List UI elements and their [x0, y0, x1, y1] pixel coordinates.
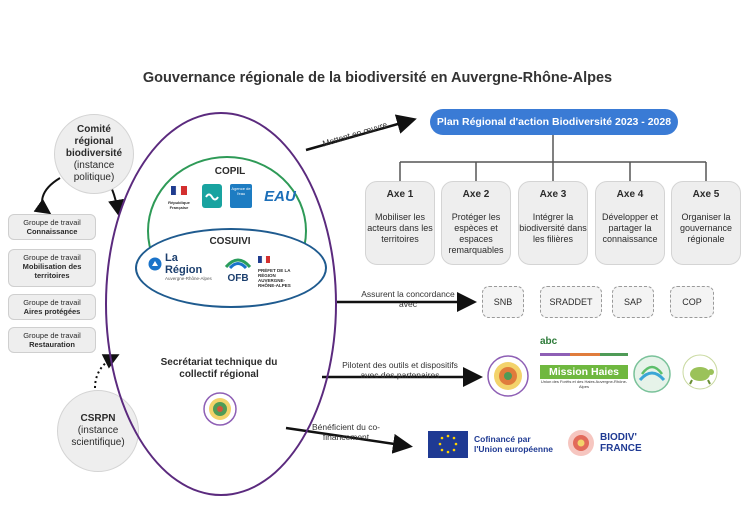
copil-label: COPIL	[214, 166, 246, 177]
axe-text: Protéger les espèces et espaces remarqua…	[448, 212, 504, 255]
diagram-title: Gouvernance régionale de la biodiversité…	[142, 70, 613, 86]
axe-3-card: Axe 3 Intégrer la biodiversité dans les …	[518, 181, 588, 265]
mission-haies-sub: Union des Forêts et des Haies Auvergne-R…	[540, 379, 628, 389]
label-beneficient: Bénéficient du co-financement	[311, 422, 381, 442]
partner-turtle-logo	[680, 352, 720, 394]
eu-cofinance-logo: Cofinancé par l'Union européenne	[428, 430, 560, 458]
collectif-regional-oval	[105, 112, 337, 496]
biodiv-france-text: BIODIV' FRANCE	[600, 432, 642, 454]
la-region-logo: La Région Auvergne-Rhône-Alpes	[148, 252, 218, 281]
doc-snb: SNB	[482, 286, 524, 318]
wg-prefix: Groupe de travail	[23, 218, 81, 227]
biodiversity-emblem-icon	[203, 392, 237, 426]
axe-head: Axe 2	[462, 189, 490, 200]
label-assurent: Assurent la concordance avec	[361, 289, 455, 309]
wg-prefix: Groupe de travail	[23, 253, 81, 262]
axe-text: Mobiliser les acteurs dans les territoir…	[367, 212, 433, 244]
arrow-to-plan	[305, 114, 417, 152]
cosuivi-label: COSUIVI	[209, 236, 251, 247]
working-group-connaissance: Groupe de travail Connaissance	[8, 214, 96, 240]
ofb-logo: OFB	[222, 256, 254, 286]
secretariat-label: Secrétariat technique du collectif régio…	[160, 357, 278, 380]
axe-head: Axe 5	[692, 189, 720, 200]
axe-2-card: Axe 2 Protéger les espèces et espaces re…	[441, 181, 511, 265]
wg-prefix: Groupe de travail	[23, 298, 81, 307]
agence-de-l-eau-box: Agence de l'eau	[230, 184, 252, 208]
arrow-csrpn-to-oval	[94, 354, 120, 389]
copil-logos: République Française Agence de l'eau EAU	[164, 182, 300, 210]
axe-1-card: Axe 1 Mobiliser les acteurs dans les ter…	[365, 181, 435, 265]
arrow-comite-to-groups	[33, 177, 61, 215]
water-wave-icon	[205, 193, 219, 201]
csrpn-sub: (instance scientifique)	[71, 425, 125, 448]
abc-stripe-icon	[540, 353, 628, 356]
axe-text: Intégrer la biodiversité dans les filièr…	[519, 212, 587, 244]
partner-observatoire-logo	[486, 354, 530, 398]
wg-name: Restauration	[29, 340, 75, 349]
prefet-logo: PRÉFET DE LA RÉGION AUVERGNE-RHÔNE-ALPES	[258, 250, 300, 288]
working-group-restauration: Groupe de travail Restauration	[8, 327, 96, 353]
eu-cofinance-text: Cofinancé par l'Union européenne	[474, 434, 553, 454]
plan-regional-pill: Plan Régional d'action Biodiversité 2023…	[430, 109, 678, 135]
axe-head: Axe 3	[539, 189, 567, 200]
wg-name: Connaissance	[26, 227, 78, 236]
doc-sap: SAP	[612, 286, 654, 318]
label-pilotent: Pilotent des outils et dispositifs avec …	[342, 360, 458, 380]
working-group-mobilisation: Groupe de travail Mobilisation des terri…	[8, 249, 96, 287]
axe-head: Axe 4	[616, 189, 644, 200]
comite-name: Comité régional biodiversité	[65, 124, 123, 159]
eau-logo: EAU	[264, 187, 296, 205]
wg-prefix: Groupe de travail	[23, 331, 81, 340]
axe-4-card: Axe 4 Développer et partager la connaiss…	[595, 181, 665, 265]
wg-name: Aires protégées	[23, 307, 81, 316]
region-logo-icon	[148, 257, 162, 271]
doc-sraddet: SRADDET	[540, 286, 602, 318]
prefet-flag-icon	[258, 255, 270, 264]
axe-text: Développer et partager la connaissance	[601, 212, 659, 244]
eu-flag-icon	[428, 430, 468, 458]
observatoire-emblem-icon	[487, 355, 529, 397]
biodiv-france-logo: BIODIV' FRANCE	[566, 426, 656, 460]
green-circle-icon	[633, 355, 671, 393]
doc-cop: COP	[670, 286, 714, 318]
marianne-flag-icon	[171, 185, 187, 196]
mission-haies-banner: Mission Haies	[540, 365, 628, 379]
partner-mission-haies-logo: abc Mission Haies Union des Forêts et de…	[540, 336, 628, 392]
axe-text: Organiser la gouvernance régionale	[679, 212, 733, 244]
csrpn-name: CSRPN	[80, 413, 116, 424]
axe-5-card: Axe 5 Organiser la gouvernance régionale	[671, 181, 741, 265]
ofb-shape-icon	[224, 258, 252, 270]
comite-sub: (instance politique)	[73, 160, 115, 183]
working-group-aires-protegees: Groupe de travail Aires protégées	[8, 294, 96, 320]
turtle-icon	[682, 354, 718, 390]
biodiv-france-flower-icon	[568, 430, 594, 456]
partner-green-logo	[632, 354, 672, 394]
csrpn-node: CSRPN (instance scientifique)	[57, 390, 139, 472]
comite-regional-node: Comité régional biodiversité (instance p…	[54, 114, 134, 194]
republique-francaise-logo: République Française	[164, 182, 194, 210]
abc-logo: abc	[540, 336, 558, 347]
plan-tree	[399, 135, 707, 181]
secretariat-emblem	[203, 392, 237, 426]
axe-head: Axe 1	[386, 189, 414, 200]
agence-eau-logo	[202, 184, 222, 208]
wg-name: Mobilisation des territoires	[22, 262, 82, 280]
